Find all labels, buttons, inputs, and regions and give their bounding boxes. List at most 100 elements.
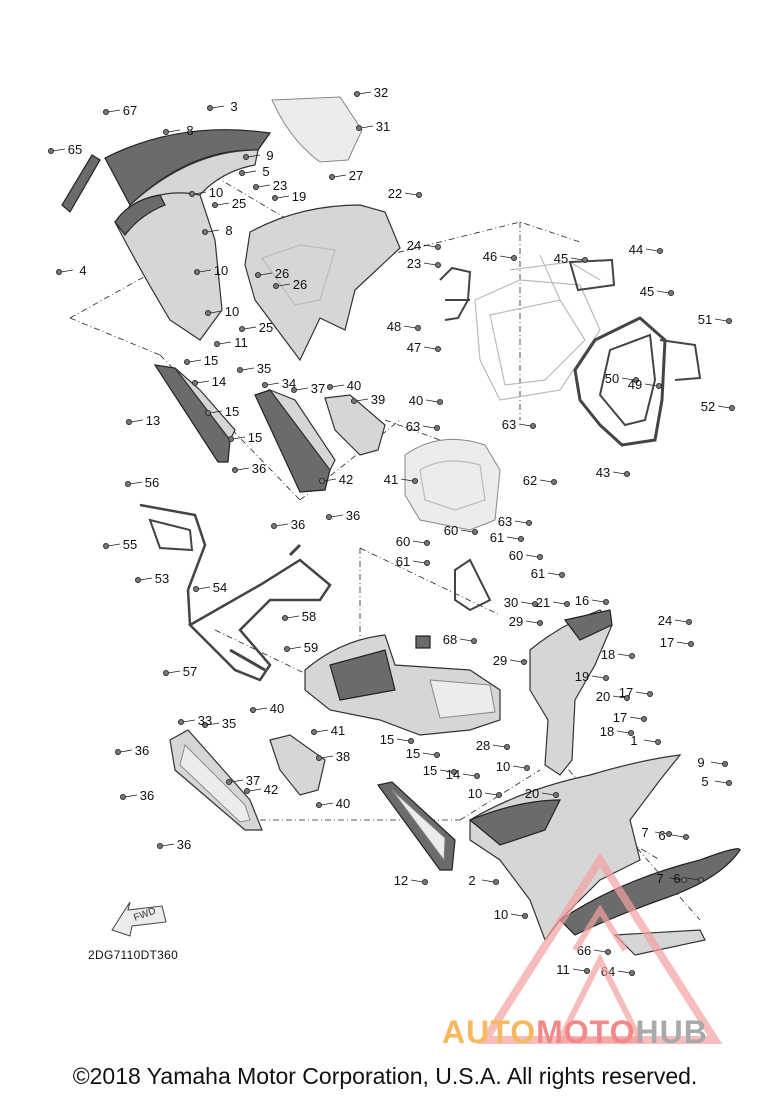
inner-frame-ghost bbox=[474, 254, 601, 401]
fastener-mark bbox=[683, 834, 690, 841]
leader-line bbox=[643, 739, 657, 743]
leader-line bbox=[616, 730, 630, 734]
leader-line bbox=[404, 192, 418, 196]
leader-line bbox=[331, 384, 345, 388]
callout-7: 7 bbox=[656, 871, 663, 886]
callout-34: 34 bbox=[282, 376, 296, 391]
fastener-mark bbox=[415, 191, 422, 198]
fastener-mark bbox=[225, 779, 232, 786]
callout-18: 18 bbox=[601, 647, 615, 662]
fastener-mark bbox=[532, 601, 539, 608]
callout-47: 47 bbox=[407, 340, 421, 355]
panel-33 bbox=[169, 729, 263, 831]
fastener-mark bbox=[436, 398, 443, 405]
fastener-mark bbox=[471, 529, 478, 536]
callout-15: 15 bbox=[225, 404, 239, 419]
leader-line bbox=[621, 377, 635, 381]
fastener-mark bbox=[726, 317, 733, 324]
fastener-mark bbox=[551, 478, 558, 485]
leader-line bbox=[124, 794, 138, 798]
leader-line bbox=[216, 202, 230, 206]
leader-line bbox=[129, 481, 143, 485]
panel-31 bbox=[271, 96, 363, 163]
callout-33: 33 bbox=[198, 713, 212, 728]
fastener-mark bbox=[656, 382, 663, 389]
callout-15: 15 bbox=[380, 732, 394, 747]
fastener-mark bbox=[473, 773, 480, 780]
fastener-mark bbox=[183, 358, 190, 365]
bracket-39 bbox=[324, 394, 386, 456]
callout-48: 48 bbox=[387, 319, 401, 334]
callout-31: 31 bbox=[376, 119, 390, 134]
callout-11: 11 bbox=[556, 962, 570, 977]
callout-67: 67 bbox=[123, 103, 137, 118]
leader-line bbox=[460, 529, 474, 533]
fastener-mark bbox=[726, 780, 733, 787]
callout-1: 1 bbox=[630, 733, 637, 748]
callout-60: 60 bbox=[444, 523, 458, 538]
callout-36: 36 bbox=[135, 743, 149, 758]
callout-12: 12 bbox=[394, 873, 408, 888]
fastener-mark bbox=[603, 675, 610, 682]
callout-24: 24 bbox=[407, 238, 421, 253]
callout-17: 17 bbox=[613, 710, 627, 725]
callout-42: 42 bbox=[264, 782, 278, 797]
callout-45: 45 bbox=[554, 251, 568, 266]
callout-64: 64 bbox=[601, 964, 615, 979]
callout-18: 18 bbox=[600, 724, 614, 739]
leader-line bbox=[355, 398, 369, 402]
fastener-mark bbox=[290, 386, 297, 393]
bracket-38 bbox=[269, 734, 326, 796]
leader-line bbox=[360, 125, 374, 129]
fastener-mark bbox=[162, 128, 169, 135]
fastener-mark bbox=[537, 620, 544, 627]
leader-line bbox=[139, 577, 153, 581]
inner-cover-22 bbox=[244, 204, 401, 362]
fastener-mark bbox=[326, 383, 333, 390]
fastener-mark bbox=[633, 376, 640, 383]
leader-line bbox=[323, 478, 337, 482]
callout-40: 40 bbox=[270, 701, 284, 716]
box-28 bbox=[304, 634, 501, 736]
callout-43: 43 bbox=[596, 465, 610, 480]
leader-line bbox=[539, 479, 553, 483]
fastener-mark bbox=[584, 968, 591, 975]
callout-20: 20 bbox=[596, 689, 610, 704]
fastener-mark bbox=[624, 470, 631, 477]
callout-27: 27 bbox=[349, 168, 363, 183]
callout-10: 10 bbox=[214, 263, 228, 278]
callout-11: 11 bbox=[234, 335, 248, 350]
leader-line bbox=[236, 467, 250, 471]
leader-lines bbox=[48, 91, 736, 977]
callout-10: 10 bbox=[494, 907, 508, 922]
callout-22: 22 bbox=[388, 186, 402, 201]
callout-23: 23 bbox=[273, 178, 287, 193]
fastener-mark bbox=[231, 466, 238, 473]
fastener-mark bbox=[177, 719, 184, 726]
leader-line bbox=[182, 719, 196, 723]
callout-10: 10 bbox=[209, 185, 223, 200]
leader-line bbox=[410, 879, 424, 883]
callout-41: 41 bbox=[384, 472, 398, 487]
callout-29: 29 bbox=[493, 653, 507, 668]
fastener-mark bbox=[227, 435, 234, 442]
fastener-mark bbox=[115, 749, 122, 756]
fastener-mark bbox=[191, 379, 198, 386]
bracket-44 bbox=[568, 258, 616, 292]
fastener-mark bbox=[641, 716, 648, 723]
callout-32: 32 bbox=[374, 85, 388, 100]
fastener-mark bbox=[423, 560, 430, 567]
heat-shield-62 bbox=[404, 438, 501, 531]
leader-line bbox=[286, 615, 300, 619]
leader-line bbox=[645, 248, 659, 252]
callout-15: 15 bbox=[406, 746, 420, 761]
callout-35: 35 bbox=[222, 716, 236, 731]
fastener-mark bbox=[492, 879, 499, 886]
callout-21: 21 bbox=[536, 595, 550, 610]
leader-line bbox=[167, 670, 181, 674]
fastener-mark bbox=[281, 615, 288, 622]
callout-60: 60 bbox=[396, 534, 410, 549]
fastener-mark bbox=[125, 480, 132, 487]
leader-line bbox=[196, 380, 210, 384]
